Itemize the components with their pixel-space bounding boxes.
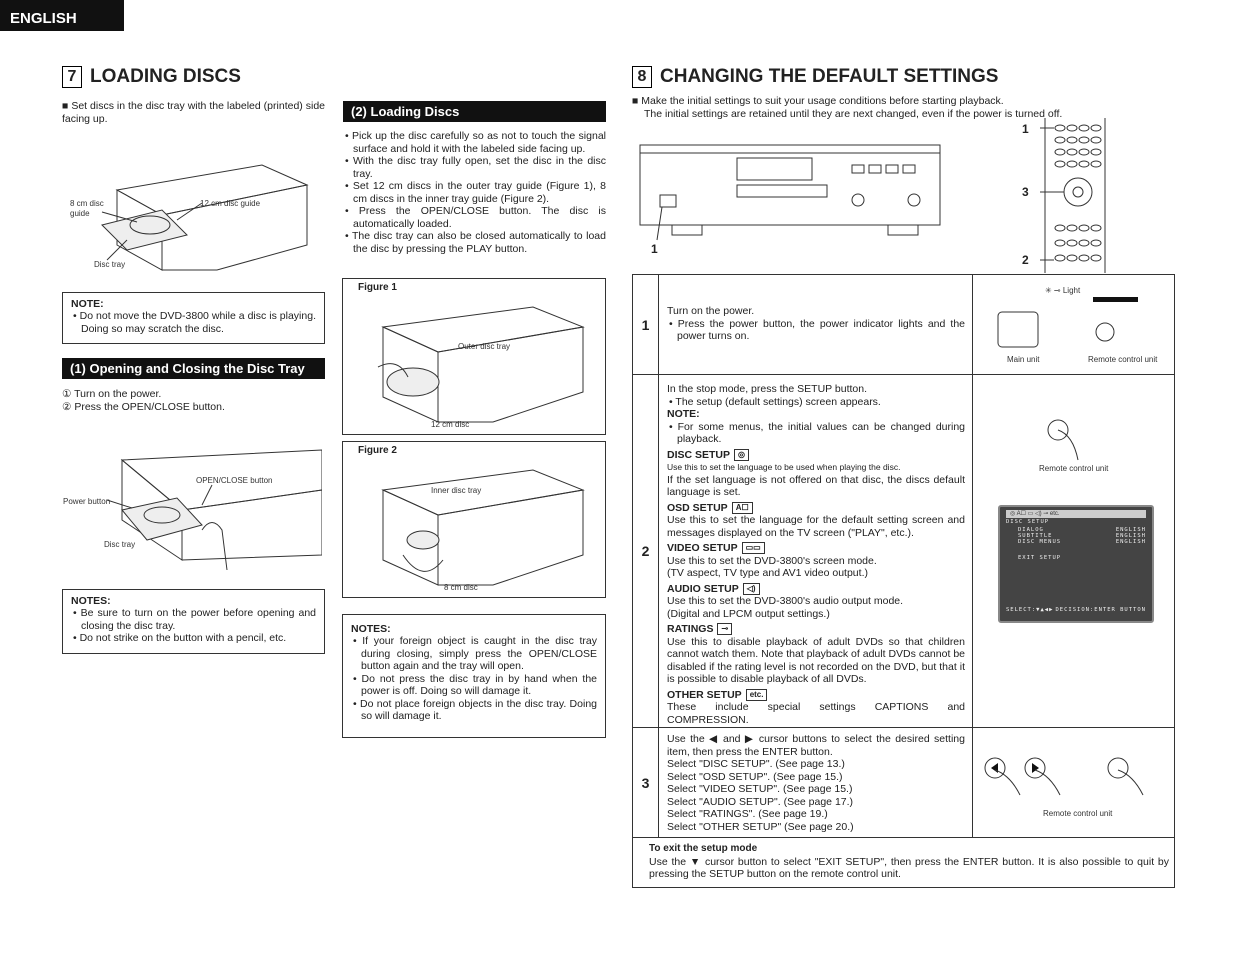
remote-control-illustration bbox=[1040, 118, 1106, 273]
label-power-button: Power button bbox=[63, 497, 111, 506]
step-number: 3 bbox=[633, 728, 659, 837]
section-7-heading: 7 LOADING DISCS bbox=[62, 66, 241, 88]
notes2-box: NOTES: • If your foreign object is caugh… bbox=[342, 614, 606, 738]
main-unit-label: Main unit bbox=[1007, 355, 1040, 364]
step-1: ① Turn on the power. bbox=[62, 388, 162, 400]
notes-item: • Do not strike on the button with a pen… bbox=[73, 632, 287, 644]
setup-screen-tabs: ◎ A☐ ▭ ◁) ⊸ etc. bbox=[1006, 510, 1146, 518]
label-inner-tray: Inner disc tray bbox=[431, 486, 482, 495]
label-8cm-disc: 8 cm disc bbox=[444, 583, 478, 592]
loading-list: • Pick up the disc carefully so as not t… bbox=[343, 130, 606, 255]
cursor-buttons-illustration bbox=[984, 757, 1144, 796]
notes-box: NOTES: • Be sure to turn on the power be… bbox=[62, 589, 325, 654]
section-number: 8 bbox=[632, 66, 652, 88]
list-item: • With the disc tray fully open, set the… bbox=[345, 155, 606, 180]
steps-table: 1 Turn on the power. • Press the power b… bbox=[632, 274, 1175, 888]
figure-1: Figure 1 Outer disc tray 12 cm disc bbox=[342, 278, 606, 435]
notes2-item: • If your foreign object is caught in th… bbox=[353, 635, 597, 672]
open-close-illustration bbox=[106, 449, 322, 571]
notes-title: NOTES: bbox=[71, 595, 111, 607]
label-12cm-disc: 12 cm disc bbox=[431, 420, 470, 429]
language-tab: ENGLISH bbox=[0, 0, 124, 31]
list-item: • Press the OPEN/CLOSE button. The disc … bbox=[345, 205, 607, 230]
remote-unit-label: Remote control unit bbox=[1039, 464, 1109, 473]
other-setup-icon: etc. bbox=[745, 688, 768, 701]
label-guide: guide bbox=[70, 209, 90, 218]
audio-setup-icon: ◁) bbox=[742, 582, 760, 595]
video-setup-icon: ▭▭ bbox=[741, 542, 765, 555]
step-number: 2 bbox=[633, 375, 659, 727]
section-title: CHANGING THE DEFAULT SETTINGS bbox=[660, 66, 999, 87]
figure-1-title: Figure 1 bbox=[358, 282, 397, 293]
list-item: • Set 12 cm discs in the outer tray guid… bbox=[345, 180, 606, 205]
s8-intro: ■ Make the initial settings to suit your… bbox=[632, 95, 1063, 120]
step-row-1: 1 Turn on the power. • Press the power b… bbox=[633, 275, 1174, 375]
remote-unit-label: Remote control unit bbox=[1043, 809, 1113, 818]
subsection-loading-discs: (2) Loading Discs bbox=[343, 101, 606, 122]
power-button-illustration bbox=[997, 297, 1138, 348]
callout-1-remote: 1 bbox=[1022, 122, 1029, 136]
list-item: • The disc tray can also be closed autom… bbox=[345, 230, 606, 255]
notes2-title: NOTES: bbox=[351, 623, 391, 635]
disc-guide-illustration bbox=[101, 164, 309, 271]
note-box: NOTE: • Do not move the DVD-3800 while a… bbox=[62, 292, 325, 344]
notes2-item: • Do not place foreign objects in the di… bbox=[353, 697, 597, 723]
label-open-close-button: OPEN/CLOSE button bbox=[196, 476, 273, 485]
remote-unit-label: Remote control unit bbox=[1088, 355, 1158, 364]
note-title: NOTE: bbox=[71, 298, 104, 310]
figure-2: Figure 2 Inner disc tray 8 cm disc bbox=[342, 441, 606, 598]
intro-text: ■ Set discs in the disc tray with the la… bbox=[62, 100, 326, 125]
note-text: • Do not move the DVD-3800 while a disc … bbox=[73, 310, 316, 335]
label-disc-tray: Disc tray bbox=[94, 260, 126, 269]
main-unit-front-panel bbox=[639, 144, 941, 241]
setup-button-illustration bbox=[1047, 419, 1079, 461]
section-title: LOADING DISCS bbox=[90, 66, 241, 87]
exit-setup-note: To exit the setup mode Use the ▼ cursor … bbox=[649, 843, 1169, 880]
step-2-text: In the stop mode, press the SETUP button… bbox=[667, 383, 966, 726]
step-2: ② Press the OPEN/CLOSE button. bbox=[62, 401, 225, 413]
label-8cm: 8 cm disc bbox=[70, 199, 104, 208]
osd-setup-icon: A☐ bbox=[731, 501, 753, 514]
subsection-open-close: (1) Opening and Closing the Disc Tray bbox=[62, 358, 325, 379]
disc-setup-icon: ◎ bbox=[734, 448, 749, 461]
figure-2-title: Figure 2 bbox=[358, 445, 397, 456]
section-number: 7 bbox=[62, 66, 82, 88]
section-8-heading: 8 CHANGING THE DEFAULT SETTINGS bbox=[632, 66, 998, 88]
figure-1-illustration bbox=[377, 306, 585, 423]
notes-item: • Be sure to turn on the power before op… bbox=[73, 607, 317, 632]
step-1-text: Turn on the power. • Press the power but… bbox=[667, 305, 965, 342]
callout-1-main: 1 bbox=[651, 242, 658, 256]
ratings-key-icon: ⊸ bbox=[717, 623, 733, 636]
callout-2-remote: 2 bbox=[1022, 253, 1029, 267]
callout-3-remote: 3 bbox=[1022, 185, 1029, 199]
step-row-3: 3 Use the ◀ and ▶ cursor buttons to sele… bbox=[633, 728, 1174, 838]
label-outer-tray: Outer disc tray bbox=[458, 342, 511, 351]
step-number: 1 bbox=[633, 275, 659, 374]
step-3-text: Use the ◀ and ▶ cursor buttons to select… bbox=[667, 733, 965, 833]
step-row-2: 2 In the stop mode, press the SETUP butt… bbox=[633, 375, 1174, 728]
notes2-item: • Do not press the disc tray in by hand … bbox=[353, 672, 597, 698]
label-disc-tray-2: Disc tray bbox=[104, 540, 136, 549]
list-item: • Pick up the disc carefully so as not t… bbox=[345, 130, 606, 155]
label-12cm-guide: 12 cm disc guide bbox=[200, 199, 261, 208]
figure-2-illustration bbox=[381, 469, 585, 586]
light-label: ✳ ⊸ Light bbox=[1045, 286, 1081, 295]
